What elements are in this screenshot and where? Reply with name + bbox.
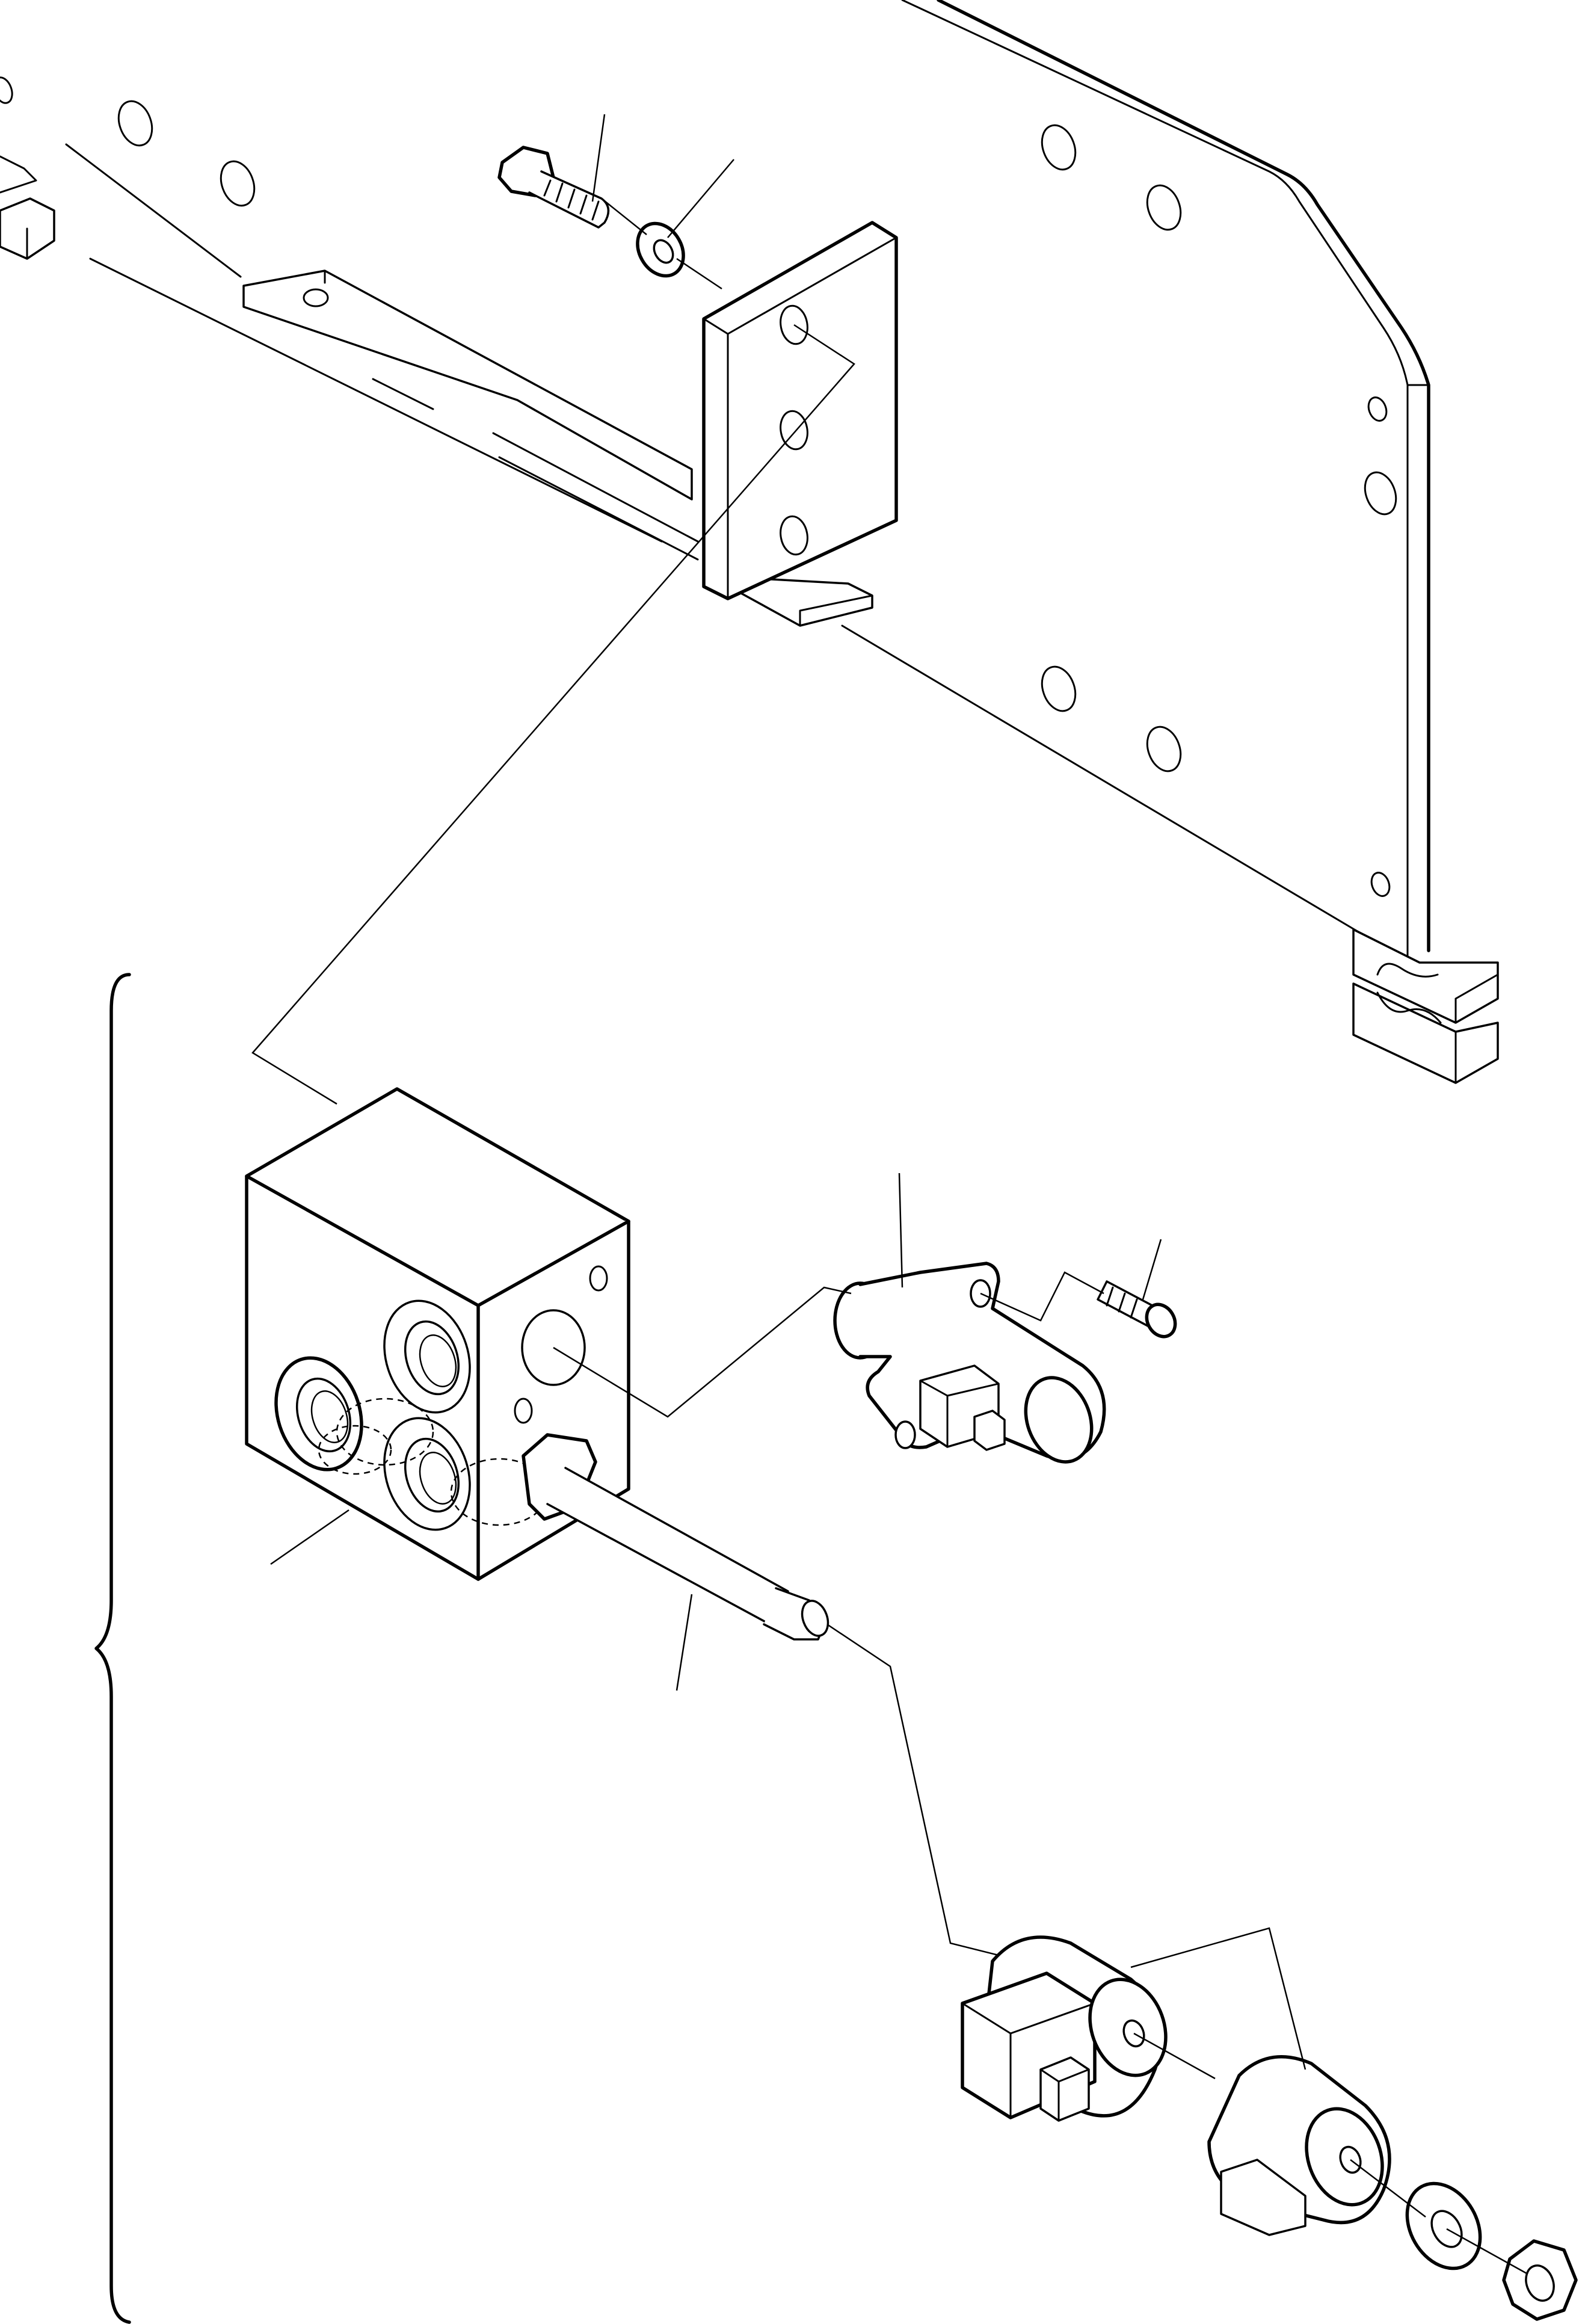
plate-hole bbox=[1367, 396, 1388, 422]
port bbox=[383, 1417, 471, 1531]
solenoid-stem bbox=[522, 1433, 829, 1641]
plate-hole bbox=[220, 160, 256, 207]
assembly-lines bbox=[251, 198, 1528, 2275]
support-rail bbox=[242, 270, 873, 627]
plate-clamp bbox=[1352, 928, 1499, 1084]
frame-plate bbox=[0, 0, 1499, 1084]
plate-hole bbox=[0, 76, 13, 104]
hex-nut bbox=[1502, 2239, 1578, 2321]
assembly-brace bbox=[94, 973, 131, 2324]
coil-cover bbox=[1207, 2055, 1391, 2236]
plate-hole bbox=[117, 100, 153, 147]
cartridge-valve bbox=[833, 1262, 1106, 1464]
plate-hole bbox=[1146, 184, 1182, 231]
callout-leaders bbox=[270, 114, 1307, 2070]
plate-clamp bbox=[0, 155, 55, 260]
coil-washer bbox=[1405, 2181, 1482, 2270]
plate-hole bbox=[1364, 471, 1397, 516]
bracket-hole bbox=[780, 515, 808, 556]
side-port bbox=[514, 1398, 533, 1424]
mounting-bracket bbox=[702, 221, 898, 600]
bracket-hole bbox=[780, 410, 808, 451]
solenoid-coil bbox=[961, 1935, 1168, 2122]
plate-hole bbox=[1041, 665, 1077, 712]
plate-hole bbox=[1041, 124, 1077, 171]
plate-hole bbox=[1146, 726, 1182, 772]
cap-screw bbox=[497, 146, 610, 229]
port bbox=[274, 1356, 363, 1472]
bracket-hole bbox=[780, 304, 808, 345]
port bbox=[383, 1299, 471, 1414]
side-port bbox=[589, 1265, 608, 1292]
small-screw bbox=[1097, 1280, 1177, 1339]
plate-hole bbox=[1370, 872, 1391, 897]
washer bbox=[636, 221, 685, 278]
